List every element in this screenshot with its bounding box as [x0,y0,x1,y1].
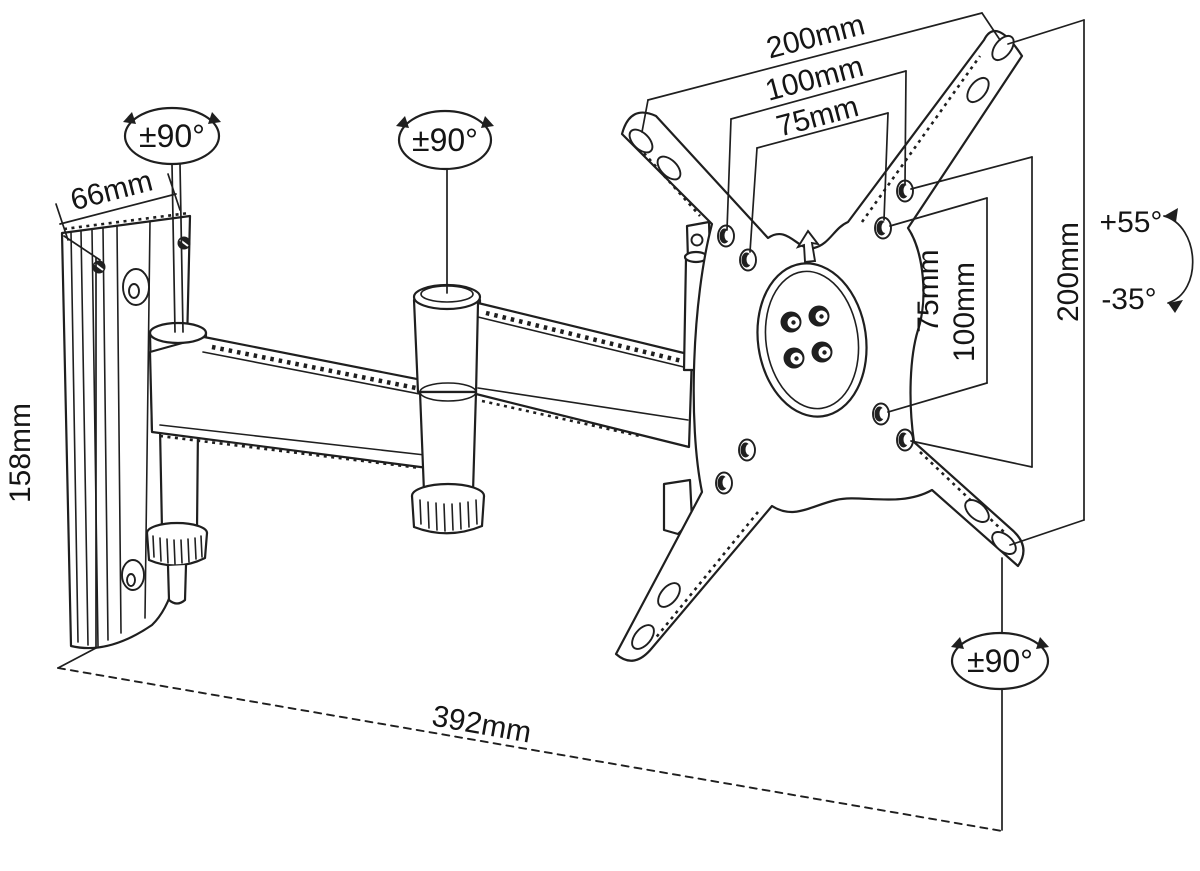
dim-extension [57,667,1003,832]
swivel-arm-2 [474,301,694,449]
elbow-swivel-label: ±90° [412,122,478,158]
wall-height-label: 158mm [4,403,37,503]
wall-plate-bottom-hole [121,559,145,591]
tilt-range-arrow [1163,208,1194,313]
dim-vesa-75-top [749,112,889,253]
swivel-symbol-elbow [396,109,494,294]
dim-vesa-75-side [887,197,988,413]
wall-pivot-cap [148,321,208,345]
swivel-symbol-plate [950,557,1050,831]
elbow-joint-lower [418,382,478,494]
vesa-screw-holes [715,179,914,495]
tilt-up-label: +55° [1100,206,1163,239]
elbow-tension-knob [410,482,486,535]
elbow-joint [412,298,482,394]
tilt-down-label: -35° [1101,283,1156,316]
swivel-arm-1 [148,335,434,470]
dim-wall-height [57,235,101,669]
vesa-side-outer-label: 200mm [1052,222,1085,322]
wall-swivel-label: ±90° [139,118,205,154]
vesa-arm-slots [628,34,1017,650]
orientation-arrow-icon [795,229,821,264]
plate-swivel-label: ±90° [967,643,1033,679]
wall-width-label: 66mm [67,164,156,217]
vesa-side-mid-label: 100mm [948,262,981,362]
wall-tension-knob [145,521,209,605]
quick-release-screws [780,305,833,369]
pivot-bolt [690,233,704,247]
dim-vesa-100-top [726,70,907,231]
dim-vesa-100-side [910,156,1033,468]
swivel-symbol-wall [123,106,221,333]
vesa-side-inner-label: 75mm [912,249,945,332]
dim-wall-width [55,173,181,241]
dim-vesa-200-top [641,12,1001,133]
center-cap [756,262,868,418]
vesa-plate [614,29,1025,662]
wall-screw-left [92,260,106,274]
wall-screw-right [177,236,191,250]
dim-vesa-200-side [1007,19,1085,546]
